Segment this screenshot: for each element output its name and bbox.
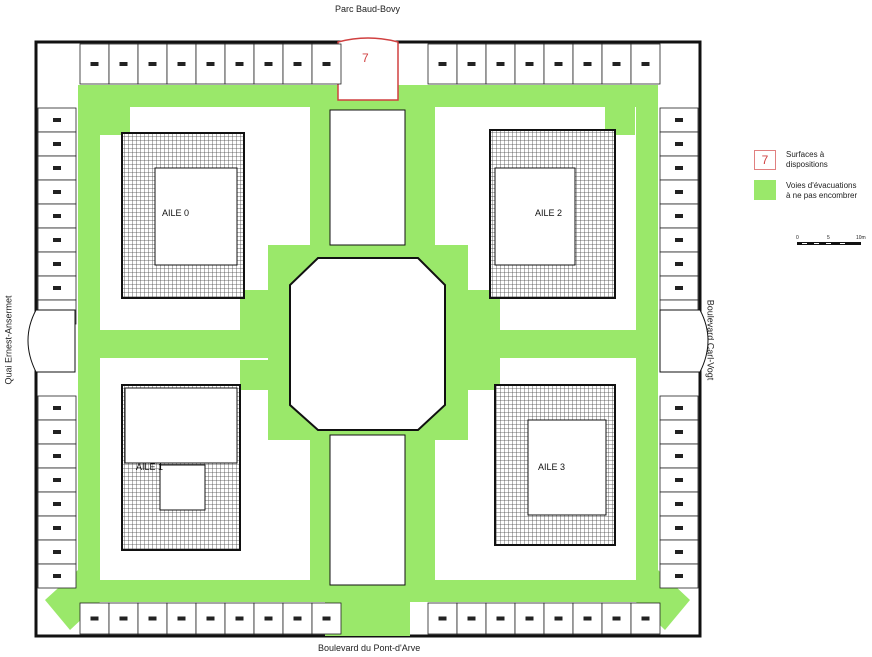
room-tag	[235, 62, 244, 66]
courtyards	[121, 129, 616, 551]
legend-evacuation-line2: à ne pas encombrer	[786, 191, 858, 200]
room-tag	[53, 262, 61, 266]
wing-label-3: AILE 3	[538, 462, 565, 472]
scale-bar	[797, 242, 861, 245]
room-tag	[206, 62, 215, 66]
room-tag	[467, 616, 476, 621]
room-tag	[675, 262, 683, 266]
room-tag	[119, 62, 128, 66]
central-octagon	[289, 257, 446, 431]
room-tag	[235, 616, 244, 621]
room-tag	[293, 62, 302, 66]
legend-available-line1: Surfaces à	[786, 150, 825, 159]
room-tag	[53, 286, 61, 290]
room-tag	[53, 142, 61, 146]
available-area-7[interactable]	[337, 37, 399, 101]
room-tag	[675, 550, 683, 554]
room-tag	[53, 550, 61, 554]
room-tag	[322, 62, 331, 66]
room-tag	[583, 62, 592, 66]
room-tag	[293, 616, 302, 621]
room-tag	[119, 616, 128, 621]
wing-label-1: AILE 1	[136, 462, 163, 472]
room-tag	[438, 62, 447, 66]
room-tag	[264, 616, 273, 621]
north-atrium	[329, 109, 406, 246]
room-tag	[467, 62, 476, 66]
room-tag	[496, 616, 505, 621]
street-south: Boulevard du Pont-d'Arve	[318, 643, 421, 653]
wing-label-2: AILE 2	[535, 208, 562, 218]
legend-available-swatch: 7	[754, 150, 776, 170]
south-atrium	[329, 434, 406, 586]
room-tag	[641, 62, 650, 66]
room-tag	[438, 616, 447, 621]
room-tag	[675, 286, 683, 290]
room-tag	[53, 214, 61, 218]
room-tag	[525, 616, 534, 621]
street-west: Quai Ernest-Ansermet	[3, 295, 14, 385]
room-tag	[53, 502, 61, 506]
room-tag	[53, 454, 61, 458]
room-tag	[612, 62, 621, 66]
scale-tick-5: 5	[827, 235, 830, 241]
room-tag	[206, 616, 215, 621]
room-tag	[148, 62, 157, 66]
room-tag	[675, 214, 683, 218]
room-tag	[675, 190, 683, 194]
room-tag	[177, 62, 186, 66]
room-tag	[525, 62, 534, 66]
room-tag	[641, 616, 650, 621]
room-tag	[53, 478, 61, 482]
room-tag	[675, 142, 683, 146]
room-tag	[496, 62, 505, 66]
scale-tick-0: 0	[796, 235, 799, 241]
room-tag	[322, 616, 331, 621]
room-tag	[612, 616, 621, 621]
room	[37, 491, 77, 517]
room-tag	[53, 430, 61, 434]
room-tag	[583, 616, 592, 621]
room-tag	[675, 406, 683, 410]
room-tag	[90, 616, 99, 621]
room-tag	[554, 62, 563, 66]
perimeter-rooms	[37, 43, 699, 635]
room-tag	[53, 190, 61, 194]
room-tag	[675, 502, 683, 506]
room-tag	[53, 238, 61, 242]
room-tag	[675, 166, 683, 170]
room	[659, 539, 699, 565]
legend-evacuation-swatch	[754, 180, 776, 200]
room-tag	[53, 574, 61, 578]
street-east: Boulevard Carl-Vogt	[705, 299, 716, 381]
room-tag	[554, 616, 563, 621]
room-tag	[675, 118, 683, 122]
room	[224, 602, 255, 635]
room-tag	[53, 166, 61, 170]
room-tag	[53, 118, 61, 122]
room-tag	[675, 238, 683, 242]
room-tag	[148, 616, 157, 621]
west-rotunda	[27, 309, 76, 373]
room-tag	[90, 62, 99, 66]
room-tag	[675, 430, 683, 434]
room-tag	[675, 454, 683, 458]
room-tag	[264, 62, 273, 66]
room-tag	[675, 574, 683, 578]
scale-tick-10: 10m	[856, 235, 866, 241]
east-rotunda	[659, 309, 709, 373]
room-tag	[53, 526, 61, 530]
room-tag	[177, 616, 186, 621]
room-tag	[53, 406, 61, 410]
legend-available-line2: dispositions	[786, 160, 828, 169]
room-tag	[675, 526, 683, 530]
available-area-label: 7	[362, 51, 369, 65]
street-north: Parc Baud-Bovy	[335, 4, 401, 14]
legend-evacuation-line1: Voies d'évacuations	[786, 181, 857, 190]
wing-label-0: AILE 0	[162, 208, 189, 218]
room-tag	[675, 478, 683, 482]
